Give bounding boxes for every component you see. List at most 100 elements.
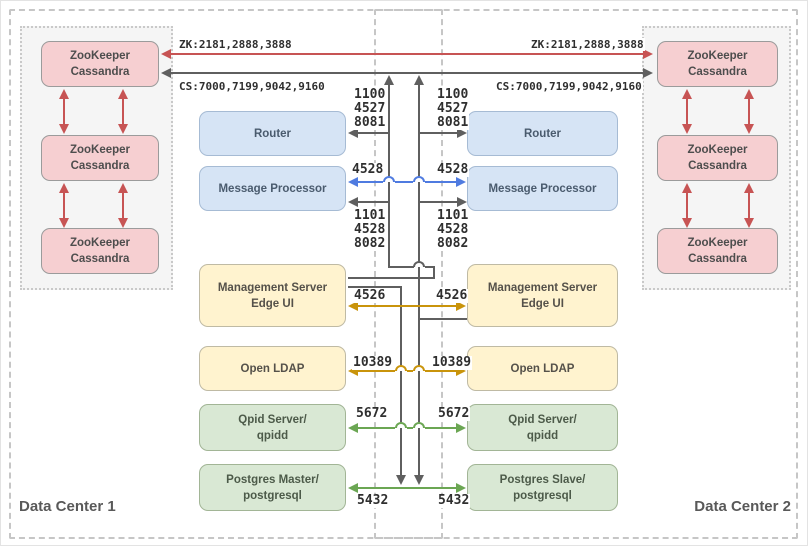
qpid-port-label-right: 5672: [437, 406, 471, 421]
dc2-router-box: Router: [467, 111, 618, 156]
dc2-mgmt-connector-line: [418, 318, 467, 320]
arrow-down-icon: [414, 475, 424, 485]
line-hop-icon: [413, 176, 425, 182]
dc1-replication-line-2b: [122, 191, 124, 219]
arrow-left-icon: [348, 423, 358, 433]
mp-mgmt-ports-label-left: 1101 4528 8082: [353, 208, 387, 251]
arrow-right-icon: [643, 49, 653, 59]
dc2-openldap-box: Open LDAP: [467, 346, 618, 391]
dc2-replication-line-2a: [686, 191, 688, 219]
mp-link-line: [395, 181, 413, 183]
postgres-port-label-left: 5432: [356, 493, 390, 508]
dc2-management-server-box: Management Server Edge UI: [467, 264, 618, 327]
qpid-link-line: [407, 427, 413, 429]
arrow-down-icon: [682, 124, 692, 134]
dc1-boundary: [9, 9, 443, 539]
mp-port-label-left: 4528: [351, 162, 385, 177]
line-hop-icon: [413, 422, 425, 428]
dc1-postgres-master-box: Postgres Master/ postgresql: [199, 464, 346, 511]
arrow-down-icon: [118, 124, 128, 134]
arrow-left-icon: [348, 197, 358, 207]
arrow-right-icon: [456, 483, 466, 493]
cs-bus-line: [169, 72, 645, 74]
arrow-left-icon: [348, 177, 358, 187]
dc2-mgmt-trunk-line: [418, 85, 420, 475]
dc2-replication-line-1b: [748, 97, 750, 125]
dc1-title: Data Center 1: [19, 498, 116, 515]
cs-ports-label-left: CS:7000,7199,9042,9160: [178, 80, 326, 93]
dc1-replication-line-1b: [122, 97, 124, 125]
dc1-node-zk-cassandra-3: ZooKeeper Cassandra: [41, 228, 159, 274]
arrow-down-icon: [682, 218, 692, 228]
ldap-link-line: [425, 370, 456, 372]
zk-bus-line: [169, 53, 645, 55]
arrow-left-icon: [348, 366, 358, 376]
router-ports-label-right: 1100 4527 8081: [436, 87, 470, 130]
arrow-up-icon: [682, 183, 692, 193]
dc1-router-box: Router: [199, 111, 346, 156]
line-hop-icon: [395, 422, 407, 428]
arrow-up-icon: [118, 89, 128, 99]
arrow-down-icon: [744, 124, 754, 134]
arrow-right-icon: [457, 128, 467, 138]
dc2-replication-line-2b: [748, 191, 750, 219]
dc1-node-zk-cassandra-1: ZooKeeper Cassandra: [41, 41, 159, 87]
dc1-qpid-box: Qpid Server/ qpidd: [199, 404, 346, 451]
router-ports-label-left: 1100 4527 8081: [353, 87, 387, 130]
mp-link-line: [358, 181, 383, 183]
dc2-node-zk-cassandra-2: ZooKeeper Cassandra: [657, 135, 778, 181]
dc2-node-zk-cassandra-1: ZooKeeper Cassandra: [657, 41, 778, 87]
mp-mgmt-line-right: [418, 201, 457, 203]
dc1-message-processor-box: Message Processor: [199, 166, 346, 211]
ldap-port-label-right: 10389: [431, 355, 473, 370]
line-hop-icon: [395, 365, 407, 371]
arrow-left-icon: [161, 68, 171, 78]
dc2-title: Data Center 2: [694, 498, 791, 515]
arrow-up-icon: [744, 89, 754, 99]
mgmt-jog-line: [433, 266, 435, 279]
dc1-mgmt-downlink-line: [400, 287, 402, 475]
mp-mgmt-line-left: [356, 201, 390, 203]
qpid-port-label-left: 5672: [355, 406, 389, 421]
dc2-node-zk-cassandra-3: ZooKeeper Cassandra: [657, 228, 778, 274]
arrow-down-icon: [744, 218, 754, 228]
line-hop-icon: [383, 176, 395, 182]
dc1-replication-line-1a: [63, 97, 65, 125]
arrow-down-icon: [118, 218, 128, 228]
dc2-boundary: [374, 9, 798, 539]
arrow-right-icon: [456, 177, 466, 187]
ldap-port-label-left: 10389: [352, 355, 394, 370]
arrow-left-icon: [161, 49, 171, 59]
dc1-openldap-box: Open LDAP: [199, 346, 346, 391]
arrow-up-icon: [414, 75, 424, 85]
dc1-node-zk-cassandra-2: ZooKeeper Cassandra: [41, 135, 159, 181]
router-mgmt-line-left: [356, 132, 390, 134]
arrow-down-icon: [396, 475, 406, 485]
arrow-right-icon: [456, 366, 466, 376]
dc1-mgmt-down-stub-line: [348, 286, 402, 288]
arrow-down-icon: [59, 218, 69, 228]
dc2-qpid-box: Qpid Server/ qpidd: [467, 404, 618, 451]
line-hop-icon: [413, 261, 425, 267]
mp-link-line: [425, 181, 456, 183]
mp-port-label-right: 4528: [436, 162, 470, 177]
zk-ports-label-left: ZK:2181,2888,3888: [178, 38, 293, 51]
dc2-replication-line-1a: [686, 97, 688, 125]
mgmt-jog-line: [425, 266, 435, 268]
zk-ports-label-right: ZK:2181,2888,3888: [530, 38, 645, 51]
postgres-link-line: [358, 487, 456, 489]
qpid-link-line: [425, 427, 456, 429]
arrow-right-icon: [643, 68, 653, 78]
arrow-up-icon: [744, 183, 754, 193]
dc2-message-processor-box: Message Processor: [467, 166, 618, 211]
dc1-replication-line-2a: [63, 191, 65, 219]
qpid-link-line: [358, 427, 395, 429]
mgmt-port-label-left: 4526: [353, 288, 387, 303]
arrow-right-icon: [456, 301, 466, 311]
postgres-port-label-right: 5432: [437, 493, 471, 508]
arrow-down-icon: [59, 124, 69, 134]
ldap-link-line: [358, 370, 395, 372]
arrow-left-icon: [348, 128, 358, 138]
arrow-up-icon: [118, 183, 128, 193]
